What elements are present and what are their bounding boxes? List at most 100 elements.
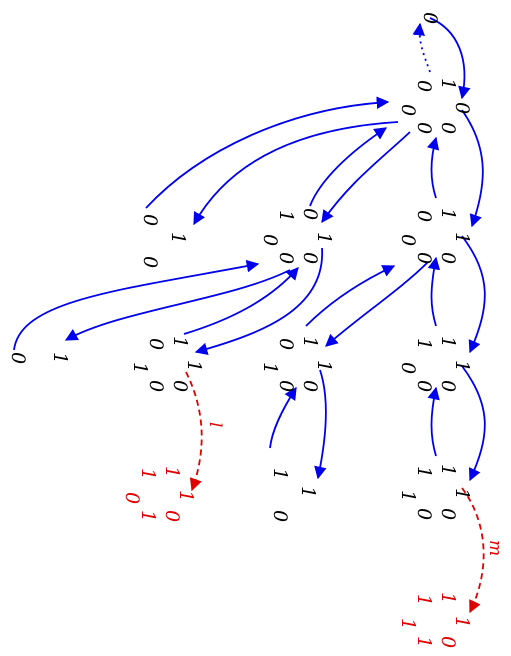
node-i: 1 1 1 1 0 0 — [397, 464, 473, 520]
edge-bottom-mid-to-row3b — [269, 386, 297, 449]
node-digit: 0 — [161, 510, 183, 522]
edge-row3b-to-right — [305, 265, 396, 327]
edge-top-loop-down — [429, 17, 471, 100]
edge-top-to-midleft — [321, 131, 411, 224]
node-digit: 0 — [275, 338, 297, 350]
edge-label-m: m — [485, 540, 505, 556]
node-c: 0 1 0 — [139, 214, 189, 268]
node-top: 0 — [419, 12, 441, 24]
node-digit: 0 — [437, 122, 459, 134]
node-digit: 0 — [139, 214, 161, 226]
node-digit: 1 — [137, 510, 159, 522]
node-digit: 0 — [437, 252, 459, 264]
node-digit: 0 — [413, 80, 435, 92]
edges — [13, 17, 486, 614]
node-f: 1 0 1 1 0 0 — [129, 336, 205, 392]
node-digit: 1 — [437, 592, 459, 604]
node-digit: 1 — [451, 232, 473, 244]
node-digit: 1 — [437, 78, 459, 90]
node-digit: 0 — [437, 380, 459, 392]
edge-right-to-top — [426, 136, 440, 199]
node-digit: 1 — [297, 486, 319, 498]
node-g: 1 0 1 1 0 0 — [259, 336, 335, 392]
node-digit: 0 — [397, 234, 419, 246]
node-digit: 0 — [413, 252, 435, 264]
edge-top-to-right — [461, 109, 484, 228]
edge-top-dotted — [412, 22, 431, 73]
edge-m-red — [461, 487, 485, 614]
edge-l-red — [185, 371, 203, 492]
node-bottom-mid: 1 1 0 — [269, 468, 319, 522]
node-digit: 1 — [451, 488, 473, 500]
edge-left-to-top — [145, 96, 390, 209]
edge-row3b-to-bottom-mid — [314, 369, 327, 480]
node-digit: 1 — [451, 616, 473, 628]
node-digit: 0 — [451, 102, 473, 114]
node-digit: 1 — [413, 466, 435, 478]
edge-right-to-row3c — [461, 235, 486, 354]
node-digit: 0 — [7, 352, 29, 364]
node-digit: 1 — [129, 362, 151, 374]
edge-row3c-to-row4 — [461, 365, 486, 482]
node-digit: 1 — [437, 208, 459, 220]
node-digit: 1 — [275, 210, 297, 222]
node-red-right: 1 1 1 1 1 0 — [397, 592, 473, 648]
node-digit: 1 — [299, 336, 321, 348]
edge-mid-to-far-left — [64, 269, 291, 341]
node-digit: 0 — [437, 636, 459, 648]
node-e: 0 1 — [7, 352, 71, 364]
edge-mid-to-row3a — [194, 247, 323, 355]
edge-row3a-to-mid — [183, 267, 299, 335]
node-digit: 0 — [419, 12, 441, 24]
node-digit: 1 — [161, 466, 183, 478]
node-digit: 0 — [413, 508, 435, 520]
node-digit: 1 — [183, 360, 205, 372]
node-digit: 1 — [137, 468, 159, 480]
node-digit: 0 — [145, 338, 167, 350]
node-digit: 0 — [299, 252, 321, 264]
edge-right-to-row3b — [325, 261, 429, 347]
node-digit: 0 — [413, 380, 435, 392]
node-digit: 1 — [259, 362, 281, 374]
node-digit: 0 — [259, 234, 281, 246]
node-digit: 0 — [299, 208, 321, 220]
node-digit: 1 — [49, 352, 71, 364]
node-digit: 0 — [121, 492, 143, 504]
node-digit: 1 — [313, 360, 335, 372]
node-d: 0 1 0 1 0 0 — [259, 208, 335, 264]
node-digit: 1 — [413, 594, 435, 606]
node-digit: 1 — [451, 360, 473, 372]
node-digit: 0 — [169, 380, 191, 392]
node-digit: 0 — [139, 256, 161, 268]
node-digit: 1 — [437, 464, 459, 476]
node-digit: 1 — [397, 618, 419, 630]
node-digit: 0 — [275, 380, 297, 392]
node-digit: 0 — [145, 380, 167, 392]
node-digit: 1 — [397, 490, 419, 502]
node-digit: 1 — [437, 336, 459, 348]
node-digit: 0 — [413, 122, 435, 134]
edge-top-to-left — [193, 121, 399, 226]
node-digit: 0 — [413, 210, 435, 222]
node-h: 0 1 1 1 0 0 — [397, 336, 473, 392]
node-digit: 0 — [275, 252, 297, 264]
edge-row3c-to-right — [427, 256, 441, 327]
node-digit: 0 — [437, 508, 459, 520]
node-digit: 0 — [397, 104, 419, 116]
node-a: 0 0 1 0 0 0 — [397, 78, 473, 134]
edge-row4-to-row3c — [427, 386, 440, 457]
node-digit: 0 — [397, 362, 419, 374]
node-red-left: 0 1 1 1 1 0 — [121, 466, 197, 522]
node-digit: 1 — [169, 336, 191, 348]
node-digit: 0 — [299, 380, 321, 392]
edge-midleft-to-top — [309, 127, 388, 207]
node-digit: 1 — [313, 232, 335, 244]
node-digit: 1 — [413, 636, 435, 648]
node-digit: 0 — [269, 510, 291, 522]
edge-far-left-to-mid — [13, 259, 260, 351]
node-digit: 1 — [413, 338, 435, 350]
node-digit: 1 — [269, 468, 291, 480]
edge-label-l: l — [205, 422, 225, 427]
node-digit: 1 — [167, 232, 189, 244]
